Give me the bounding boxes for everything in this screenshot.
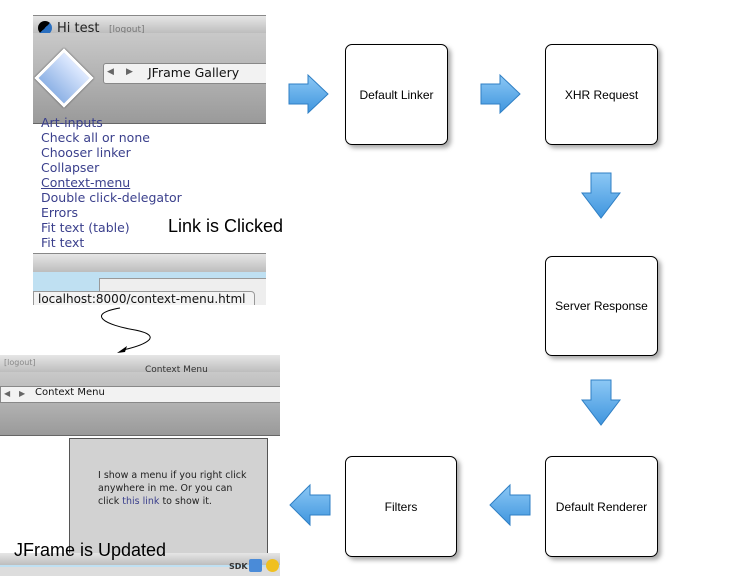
frame-title: Context Menu	[35, 387, 105, 398]
list-link-clicked[interactable]: Context-menu	[41, 175, 131, 190]
frame-title: JFrame Gallery	[148, 65, 240, 80]
arrow-left-icon	[489, 483, 531, 527]
step-label: Default Renderer	[555, 499, 648, 514]
window-title: Context Menu	[145, 365, 208, 375]
arrow-down-icon	[580, 379, 622, 426]
step-default-renderer: Default Renderer	[545, 456, 658, 557]
arrow-right-icon	[480, 73, 521, 115]
this-link[interactable]: this link	[122, 496, 160, 507]
jframe-updated-caption: JFrame is Updated	[14, 540, 167, 560]
forward-button[interactable]: ▶	[19, 389, 26, 398]
list-link[interactable]: Check all or none	[41, 130, 150, 145]
back-button[interactable]: ◀	[4, 389, 11, 398]
list-link[interactable]: Fit text	[41, 235, 85, 250]
step-default-linker: Default Linker	[345, 44, 448, 145]
list-link[interactable]: Fit text (table)	[41, 220, 130, 235]
arrow-down-icon	[580, 172, 622, 219]
arrow-left-icon	[289, 483, 331, 527]
step-server-response: Server Response	[545, 256, 658, 356]
step-label: Server Response	[555, 299, 648, 313]
arrow-right-icon	[288, 73, 329, 115]
link-clicked-caption: Link is Clicked	[168, 216, 284, 236]
step-label: Default Linker	[359, 87, 434, 102]
list-link[interactable]: Chooser linker	[41, 145, 131, 160]
context-menu-area[interactable]: I show a menu if you right click anywher…	[69, 438, 268, 555]
list-link[interactable]: Double click-delegator	[41, 190, 182, 205]
forward-button[interactable]: ▶	[126, 67, 133, 77]
list-link[interactable]: Errors	[41, 205, 78, 220]
list-link[interactable]: Collapser	[41, 160, 100, 175]
link-list: Art-inputs Check all or none Chooser lin…	[41, 115, 182, 250]
list-link[interactable]: Art-inputs	[41, 115, 103, 130]
content-text: I show a menu if you right click anywher…	[98, 470, 247, 507]
before-screenshot: Hi test [logout] ◀ ▶ JFrame Gallery Art-…	[33, 15, 266, 305]
greeting: Hi test	[57, 21, 100, 36]
app-icon[interactable]	[266, 559, 279, 572]
step-label: Filters	[384, 499, 418, 514]
nav-bar: ◀ ▶ JFrame Gallery	[103, 63, 266, 84]
logout-link[interactable]: [logout]	[109, 25, 145, 35]
dock-label: SDK	[229, 562, 248, 571]
finder-icon[interactable]	[249, 559, 262, 572]
back-button[interactable]: ◀	[107, 67, 114, 77]
step-filters: Filters	[345, 456, 457, 557]
logout-link[interactable]: [logout]	[4, 358, 36, 367]
after-screenshot: [logout] Context Menu ◀ ▶ Context Menu I…	[0, 355, 280, 576]
app-logo-icon	[38, 21, 52, 35]
step-xhr-request: XHR Request	[545, 44, 658, 145]
status-url: localhost:8000/context-menu.html	[33, 291, 255, 305]
nav-bar: ◀ ▶ Context Menu	[0, 386, 280, 403]
transition-arrow	[101, 307, 151, 353]
step-label: XHR Request	[564, 87, 639, 102]
